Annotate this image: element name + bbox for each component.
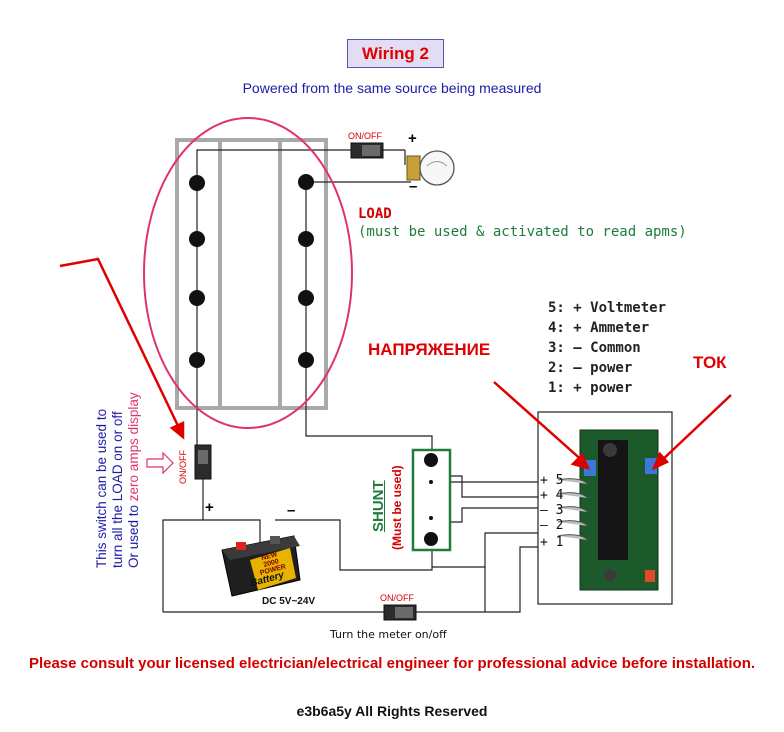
load-switch	[350, 142, 384, 159]
meter-module	[537, 411, 673, 605]
pin-2: – 2	[540, 518, 564, 533]
red-arrows	[59, 257, 732, 471]
diagram-subtitle: Powered from the same source being measu…	[242, 80, 542, 96]
pointer-arrow-icon	[146, 451, 174, 475]
shunt-note: (Must be used)	[390, 465, 404, 550]
rights-text: e3b6a5y All Rights Reserved	[296, 703, 488, 719]
zero-switch	[194, 444, 212, 480]
side-note: This switch can be used to turn all the …	[94, 392, 142, 568]
battery-minus-sign: –	[287, 502, 296, 519]
legend-line-5: 5: + Voltmeter	[548, 300, 667, 316]
shunt-block	[411, 448, 452, 552]
side-note-line2: turn all the LOAD on or off	[110, 411, 125, 568]
pin-4: + 4	[540, 488, 564, 503]
meter-switch-caption: Turn the meter on/off	[330, 628, 447, 641]
battery-voltage: DC 5V~24V	[262, 596, 316, 607]
diagram-title: Wiring 2	[347, 39, 444, 68]
legend-line-2: 2: – power	[548, 360, 633, 376]
pin-5: + 5	[540, 473, 564, 488]
load-panel	[175, 138, 328, 410]
legend-line-4: 4: + Ammeter	[548, 320, 650, 336]
pin-1: + 1	[540, 535, 564, 550]
load-label: LOAD	[358, 206, 392, 222]
legend-line-1: 1: + power	[548, 380, 633, 396]
disclaimer-text: Please consult your licensed electrician…	[28, 655, 756, 672]
pin-3: – 3	[540, 503, 564, 518]
current-label-ru: ТОК	[693, 353, 727, 372]
battery-plus-sign: +	[205, 499, 214, 516]
meter-switch	[383, 604, 417, 621]
load-terminals	[189, 174, 314, 368]
shunt-label: SHUNT	[370, 480, 387, 532]
side-note-line3-highlight: zero amps display	[126, 392, 141, 502]
side-note-line1: This switch can be used to	[94, 408, 109, 568]
load-ellipse	[143, 117, 353, 429]
bulb-icon	[406, 150, 455, 186]
battery-icon	[221, 535, 301, 597]
load-note: (must be used & activated to read apms)	[358, 224, 687, 240]
voltage-label-ru: НАПРЯЖЕНИЕ	[368, 340, 491, 359]
load-switch-label: ON/OFF	[348, 131, 382, 141]
zero-switch-label: ON/OFF	[178, 450, 188, 484]
load-plus-sign: +	[408, 130, 417, 147]
meter-switch-label: ON/OFF	[380, 593, 414, 603]
legend-line-3: 3: – Common	[548, 340, 641, 356]
load-minus-sign: –	[409, 178, 418, 195]
side-note-line3-prefix: Or used to	[126, 501, 141, 568]
